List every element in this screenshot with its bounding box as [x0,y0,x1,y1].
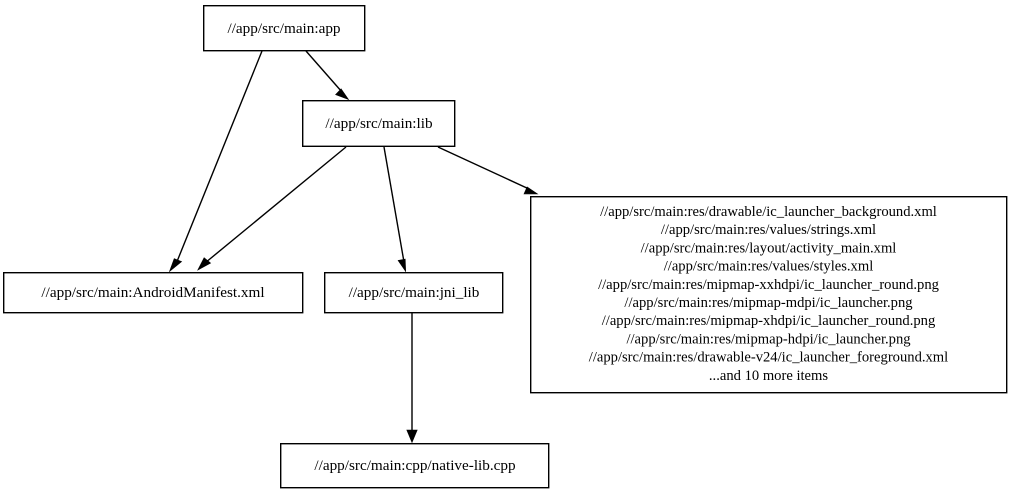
edge-app-to-manifest [168,50,263,273]
edge-jni-lib-to-native-lib [406,313,418,444]
resources-label-line: //app/src/main:res/mipmap-hdpi/ic_launch… [626,331,911,347]
edge-line [175,50,263,265]
arrowhead-icon [523,186,539,195]
arrowhead-icon [197,257,212,271]
arrowhead-icon [397,258,407,273]
arrowhead-icon [406,429,418,444]
edge-line [204,146,347,264]
node-box[interactable] [280,443,550,489]
resources-label-line: //app/src/main:res/values/styles.xml [664,259,874,275]
node-box[interactable] [202,4,366,52]
edge-line [305,50,343,93]
node-lib[interactable]: //app/src/main:lib [302,99,456,147]
node-app[interactable]: //app/src/main:app [202,4,366,52]
resources-label-line: //app/src/main:res/mipmap-xhdpi/ic_launc… [602,313,936,329]
node-androidmanifest[interactable]: //app/src/main:AndroidManifest.xml [3,272,304,314]
edge-app-to-lib [305,50,350,101]
edge-line [383,146,405,263]
node-label: //app/src/main:jni_lib [349,284,480,301]
resources-label-line: //app/src/main:res/drawable/ic_launcher_… [600,204,937,220]
node-box[interactable] [3,272,304,314]
node-label: //app/src/main:cpp/native-lib.cpp [314,457,515,474]
resources-label-line: //app/src/main:res/mipmap-mdpi/ic_launch… [624,295,913,311]
resources-label-line: //app/src/main:res/drawable-v24/ic_launc… [589,350,948,366]
edge-lib-to-resources [437,146,539,195]
node-native-lib-cpp[interactable]: //app/src/main:cpp/native-lib.cpp [280,443,550,489]
node-box[interactable] [530,195,1008,394]
node-label: //app/src/main:AndroidManifest.xml [41,284,264,301]
node-box[interactable] [302,99,456,147]
edge-lib-to-manifest [197,146,347,271]
resources-label: //app/src/main:res/drawable/ic_launcher_… [589,204,948,384]
resources-label-line: //app/src/main:res/mipmap-xxhdpi/ic_laun… [598,277,940,293]
resources-label-line: //app/src/main:res/values/strings.xml [661,222,876,238]
arrowhead-icon [335,88,350,101]
node-label: //app/src/main:lib [325,115,433,132]
resources-label-line: //app/src/main:res/layout/activity_main.… [641,240,897,256]
node-resources[interactable]: //app/src/main:res/drawable/ic_launcher_… [530,195,1008,394]
edge-lib-to-jni-lib [383,146,407,273]
arrowhead-icon [168,258,183,273]
node-label: //app/src/main:app [227,20,340,37]
edge-line [437,146,530,190]
resources-label-line: ...and 10 more items [709,368,828,384]
node-jni-lib[interactable]: //app/src/main:jni_lib [324,272,504,314]
node-box[interactable] [324,272,504,314]
